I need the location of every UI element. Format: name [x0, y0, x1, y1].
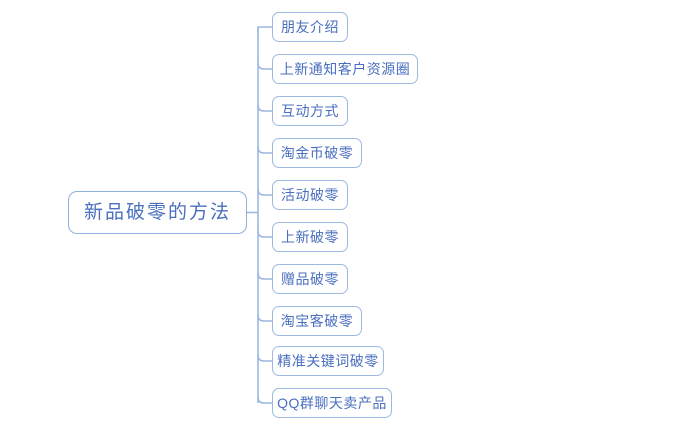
child-node-label: QQ群聊天卖产品 — [277, 395, 387, 411]
branch-line-3 — [257, 104, 272, 112]
root-node-label: 新品破零的方法 — [83, 202, 231, 223]
branch-line-8 — [257, 314, 272, 322]
child-node-label: 上新通知客户资源圈 — [279, 61, 411, 77]
child-node-label: 淘宝客破零 — [280, 313, 354, 329]
branch-line-6 — [257, 230, 272, 238]
branch-line-1 — [257, 26, 272, 33]
child-node-10[interactable]: QQ群聊天卖产品 — [272, 388, 392, 418]
root-node[interactable]: 新品破零的方法 — [68, 191, 247, 234]
child-node-label: 互动方式 — [281, 103, 339, 119]
child-node-label: 上新破零 — [281, 229, 339, 245]
branch-line-7 — [257, 272, 272, 280]
child-node-3[interactable]: 互动方式 — [272, 96, 348, 126]
child-node-label: 赠品破零 — [281, 271, 339, 287]
branch-line-10 — [257, 396, 272, 404]
child-node-6[interactable]: 上新破零 — [272, 222, 348, 252]
child-node-9[interactable]: 精准关键词破零 — [272, 346, 384, 376]
child-node-5[interactable]: 活动破零 — [272, 180, 348, 210]
child-node-7[interactable]: 赠品破零 — [272, 264, 348, 294]
child-node-label: 淘金币破零 — [280, 145, 354, 161]
child-node-label: 朋友介绍 — [281, 19, 339, 35]
branch-line-9 — [257, 354, 272, 362]
child-node-4[interactable]: 淘金币破零 — [272, 138, 362, 168]
child-node-2[interactable]: 上新通知客户资源圈 — [272, 54, 418, 84]
branch-line-4 — [257, 146, 272, 154]
child-node-label: 活动破零 — [281, 187, 339, 203]
branch-line-5 — [257, 188, 272, 196]
child-node-1[interactable]: 朋友介绍 — [272, 12, 348, 42]
child-node-label: 精准关键词破零 — [277, 353, 379, 369]
branch-line-2 — [257, 62, 272, 70]
child-node-8[interactable]: 淘宝客破零 — [272, 306, 362, 336]
